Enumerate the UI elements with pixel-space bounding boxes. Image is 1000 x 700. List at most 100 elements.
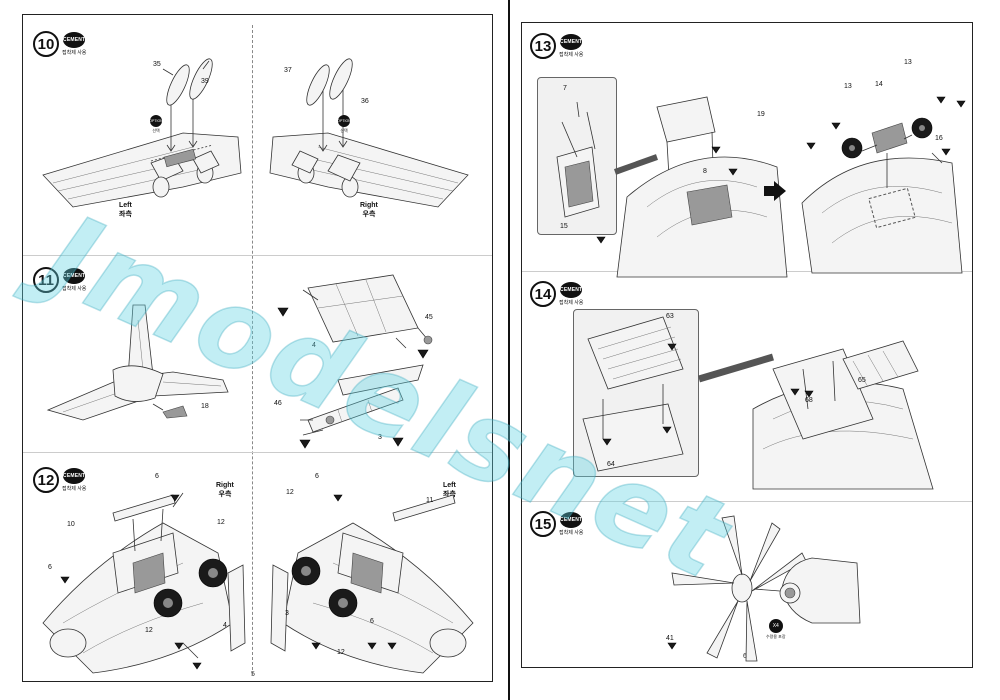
part-label: 12: [337, 649, 345, 656]
cement-icon: CEMENT: [560, 512, 583, 528]
step-13-header: 13 CEMENT 접착제 사용: [530, 33, 583, 59]
option-icon: OPTION: [337, 115, 351, 127]
cement-indicator: CEMENT 접착제 사용: [559, 512, 583, 536]
tail-illustration: [46, 304, 229, 421]
part-label: 13: [904, 59, 912, 66]
cement-indicator: CEMENT 접착제 사용: [559, 282, 583, 306]
cement-caption: 접착제 사용: [62, 286, 87, 292]
step-15-header: 15 CEMENT 접착제 사용: [530, 511, 583, 537]
quantity-icon: X4: [768, 619, 783, 633]
side-label-ko: 좌측: [119, 211, 132, 218]
part-label: 45: [425, 314, 433, 321]
cement-icon: CEMENT: [560, 282, 583, 298]
part-label: 11: [426, 497, 434, 504]
part-label: 18: [201, 403, 209, 410]
part-label: 7: [563, 85, 567, 92]
nacelle-gear-illustration-left: [270, 494, 474, 674]
part-label: 64: [607, 461, 615, 468]
side-label-en: Left: [443, 482, 456, 489]
side-label-right: Right 우측: [360, 202, 378, 219]
side-label-left: Left 좌측: [443, 482, 456, 499]
part-label: 68: [805, 397, 813, 404]
page-spine: [508, 0, 510, 700]
section-divider: [23, 452, 492, 453]
part-label: 65: [858, 377, 866, 384]
gear-door-illustration: [277, 274, 433, 449]
part-label: 4: [312, 342, 316, 349]
step-11-header: 11 CEMENT 접착제 사용: [33, 267, 86, 293]
cockpit-seat-illustration: [556, 96, 788, 278]
part-label: 3: [285, 610, 289, 617]
cement-indicator: CEMENT 접착제 사용: [62, 268, 86, 292]
cement-caption: 접착제 사용: [62, 50, 87, 56]
part-label: 12: [286, 489, 294, 496]
side-label-ko: 우측: [218, 491, 232, 498]
quantity-caption: 수량용 포장: [766, 634, 786, 639]
option-icon: OPTION: [149, 115, 163, 127]
quantity-badge: X4 수량용 포장: [766, 619, 786, 640]
part-label: 63: [666, 313, 674, 320]
side-label-ko: 좌측: [443, 491, 456, 498]
cockpit-gear-illustration: [801, 96, 966, 274]
cement-indicator: CEMENT 접착제 사용: [559, 34, 583, 58]
cement-caption: 접착제 사용: [559, 300, 584, 306]
step-12-header: 12 CEMENT 접착제 사용: [33, 467, 86, 493]
part-label: 39: [201, 78, 209, 85]
part-label: 8: [703, 168, 707, 175]
side-label-left: Left 좌측: [119, 202, 132, 219]
cement-caption: 접착제 사용: [62, 486, 87, 492]
part-label: 15: [560, 223, 568, 230]
cement-icon: CEMENT: [560, 34, 583, 50]
part-label: 6: [155, 473, 159, 480]
part-label: 37: [284, 67, 292, 74]
part-label: 4: [223, 622, 227, 629]
part-label: 12: [217, 519, 225, 526]
part-label: 3: [378, 434, 382, 441]
part-label: 6: [315, 473, 319, 480]
section-divider: [522, 501, 972, 502]
propeller-illustration: [667, 515, 861, 662]
part-label: 41: [666, 635, 674, 642]
side-label-en: Right: [216, 482, 234, 489]
part-label: 16: [935, 135, 943, 142]
side-label-ko: 우측: [362, 211, 376, 218]
page-number: 6: [743, 653, 747, 660]
cement-caption: 접착제 사용: [559, 52, 584, 58]
cement-icon: CEMENT: [63, 468, 86, 484]
page-number: 5: [251, 671, 255, 678]
cement-indicator: CEMENT 접착제 사용: [62, 468, 86, 492]
right-wing-illustration: [269, 58, 469, 208]
left-wing-illustration: [42, 58, 242, 208]
option-badge: OPTION 선택: [337, 115, 351, 134]
instruction-page-left: 10 CEMENT 접착제 사용 35 39 OPTION 선택 Left 좌측: [22, 14, 493, 682]
part-label: 19: [757, 111, 765, 118]
step-number: 12: [33, 467, 59, 493]
part-label: 35: [153, 61, 161, 68]
step-number: 15: [530, 511, 556, 537]
step-number: 10: [33, 31, 59, 57]
side-label-en: Left: [119, 202, 132, 209]
option-caption: 선택: [340, 128, 348, 133]
cockpit-floor-illustration: [582, 316, 934, 490]
option-badge: OPTION 선택: [149, 115, 163, 134]
nacelle-gear-illustration-right: [42, 492, 246, 674]
option-caption: 선택: [152, 128, 160, 133]
cement-icon: CEMENT: [63, 32, 86, 48]
step-10-header: 10 CEMENT 접착제 사용: [33, 31, 86, 57]
part-label: 13: [844, 83, 852, 90]
step-number: 14: [530, 281, 556, 307]
section-divider: [23, 255, 492, 256]
cement-indicator: CEMENT 접착제 사용: [62, 32, 86, 56]
part-label: 36: [361, 98, 369, 105]
part-label: 12: [145, 627, 153, 634]
side-label-en: Right: [360, 202, 378, 209]
step-number: 11: [33, 267, 59, 293]
center-divider: [252, 25, 253, 675]
part-label: 14: [875, 81, 883, 88]
step-14-header: 14 CEMENT 접착제 사용: [530, 281, 583, 307]
next-step-arrow-icon: [764, 181, 786, 201]
cement-caption: 접착제 사용: [559, 530, 584, 536]
part-label: 10: [67, 521, 75, 528]
part-label: 6: [48, 564, 52, 571]
instruction-page-right: 13 CEMENT 접착제 사용 7 19 8 15: [521, 22, 973, 668]
